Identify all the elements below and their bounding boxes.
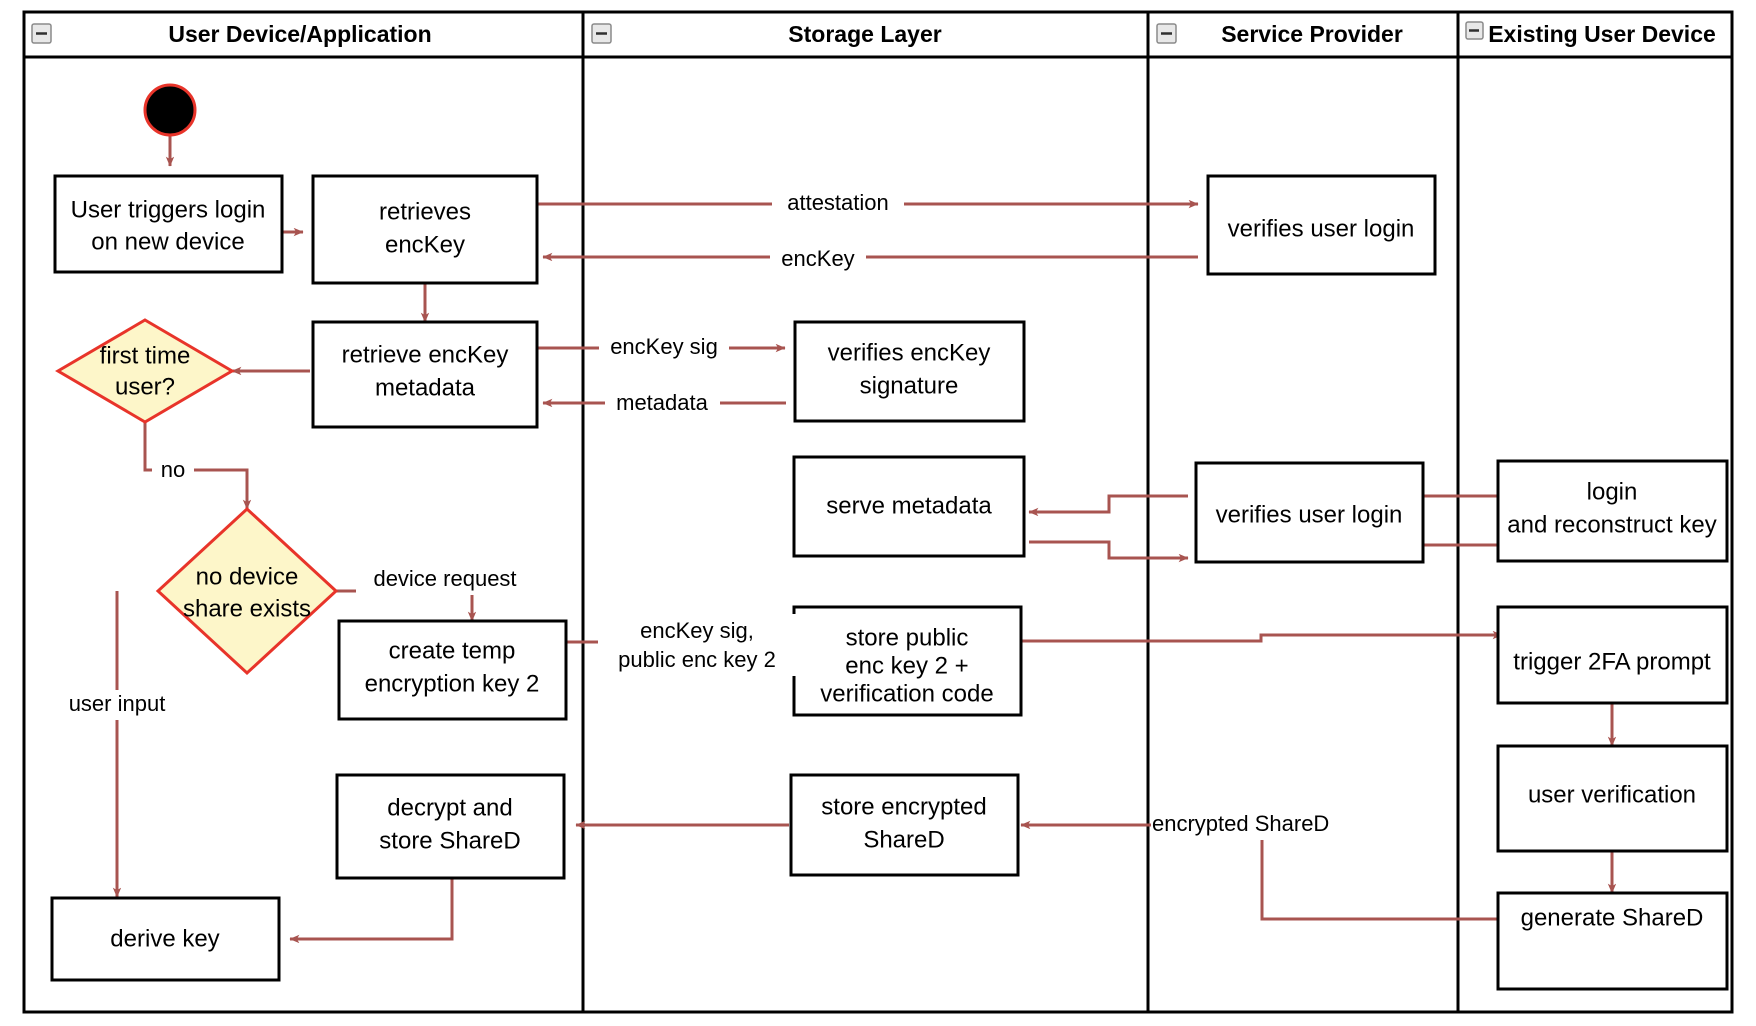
node-label-line: retrieve encKey	[342, 341, 509, 368]
node-retrieve-enckey-metadata[interactable]: retrieve encKey metadata	[311, 320, 539, 429]
minus-box-icon[interactable]	[1465, 21, 1484, 40]
node-label-line: signature	[860, 372, 959, 399]
svg-text:encKey: encKey	[781, 246, 854, 271]
svg-text:user input: user input	[69, 691, 166, 716]
edge-label-enckeysig-publickey2: encKey sig, public enc key 2	[598, 614, 798, 676]
node-label-line: serve metadata	[826, 492, 992, 519]
node-create-temp-encryption-key-2[interactable]: create temp encryption key 2	[337, 619, 568, 721]
svg-text:encrypted ShareD: encrypted ShareD	[1152, 811, 1329, 836]
node-label-line: User triggers login	[71, 196, 266, 223]
node-store-public-enc-key-2[interactable]: store public enc key 2 + verification co…	[792, 605, 1023, 717]
node-label-line: no device	[196, 563, 299, 590]
node-generate-shared[interactable]: generate ShareD	[1496, 891, 1729, 991]
lane-title-service-provider: Service Provider	[1221, 21, 1403, 47]
node-label-line: decrypt and	[387, 794, 512, 821]
node-verifies-enckey-signature[interactable]: verifies encKey signature	[793, 320, 1026, 423]
edge-label-no: no	[152, 457, 194, 485]
svg-text:attestation: attestation	[787, 190, 889, 215]
node-retrieves-enckey[interactable]: retrieves encKey	[311, 174, 539, 285]
edge-servemetadata-out	[1029, 540, 1189, 563]
svg-text:device request: device request	[373, 566, 516, 591]
node-label-line: enc key 2 +	[845, 652, 968, 679]
node-decrypt-and-store-shared[interactable]: decrypt and store ShareD	[335, 773, 566, 880]
node-first-time-user-decision[interactable]: first time user?	[55, 318, 235, 424]
node-derive-key[interactable]: derive key	[50, 896, 281, 982]
node-label-line: generate ShareD	[1521, 904, 1704, 931]
node-label-line: share exists	[183, 595, 311, 622]
node-label-line: user?	[115, 373, 175, 400]
node-no-device-share-exists-decision[interactable]: no device share exists	[155, 506, 339, 676]
edge-label-metadata: metadata	[605, 388, 720, 418]
edge-label-encrypted-shared: encrypted ShareD	[1151, 810, 1346, 840]
lane-title-existing-device: Existing User Device	[1488, 21, 1716, 47]
edge-label-enckey-sig: encKey sig	[599, 333, 729, 363]
lane-header-storage[interactable]: Storage Layer	[591, 21, 942, 47]
node-label-line: retrieves	[379, 198, 471, 225]
edge-encrypted-shared	[1020, 820, 1500, 921]
node-label-line: ShareD	[863, 826, 944, 853]
node-label-line: on new device	[91, 228, 244, 255]
node-trigger-2fa-prompt[interactable]: trigger 2FA prompt	[1496, 605, 1729, 705]
edge-label-enckey: encKey	[770, 244, 866, 274]
edge-servemetadata-in	[1028, 494, 1188, 517]
node-label-line: verification code	[820, 680, 993, 707]
node-verifies-user-login-1[interactable]: verifies user login	[1206, 174, 1437, 276]
node-label-line: encKey	[385, 231, 465, 258]
lane-title-user-device: User Device/Application	[168, 21, 431, 47]
edge-storepublic-to-2fa	[1021, 630, 1503, 643]
node-verifies-user-login-2[interactable]: verifies user login	[1194, 461, 1425, 564]
edge-label-user-input: user input	[53, 690, 181, 720]
node-label-line: verifies encKey	[828, 339, 991, 366]
edge-label-device-request: device request	[356, 565, 534, 595]
minus-box-icon[interactable]	[1156, 23, 1177, 44]
edge-label-attestation: attestation	[772, 188, 904, 218]
node-label-line: store encrypted	[821, 793, 986, 820]
node-store-encrypted-shared[interactable]: store encrypted ShareD	[789, 773, 1020, 877]
edge-labels: attestation encKey encKey sig metadata n…	[53, 188, 1346, 840]
svg-text:no: no	[161, 457, 185, 482]
node-label-line: store public	[846, 624, 969, 651]
node-login-and-reconstruct-key[interactable]: login and reconstruct key	[1496, 459, 1729, 563]
swimlane-frame	[22, 10, 1734, 1014]
lane-header-service-provider[interactable]: Service Provider	[1156, 21, 1403, 47]
node-user-triggers-login[interactable]: User triggers login on new device	[53, 174, 284, 274]
node-label-line: derive key	[110, 925, 219, 952]
node-label-line: login	[1587, 478, 1638, 505]
node-start[interactable]	[143, 83, 197, 137]
node-label-line: first time	[100, 342, 191, 369]
node-user-verification[interactable]: user verification	[1496, 744, 1729, 853]
svg-text:public enc key 2: public enc key 2	[618, 647, 776, 672]
lane-header-user-device[interactable]: User Device/Application	[31, 21, 432, 47]
edge-device-request	[336, 589, 477, 622]
lane-title-storage: Storage Layer	[788, 21, 941, 47]
node-label-line: user verification	[1528, 781, 1696, 808]
node-label-line: verifies user login	[1228, 215, 1415, 242]
node-label-line: store ShareD	[379, 827, 520, 854]
minus-box-icon[interactable]	[31, 23, 52, 44]
node-serve-metadata[interactable]: serve metadata	[792, 455, 1026, 558]
node-label-line: encryption key 2	[365, 670, 540, 697]
svg-text:encKey sig,: encKey sig,	[640, 618, 754, 643]
node-label-line: and reconstruct key	[1507, 511, 1716, 538]
svg-text:metadata: metadata	[616, 390, 708, 415]
edge-no-branch	[143, 422, 252, 510]
node-label-line: trigger 2FA prompt	[1513, 648, 1711, 675]
node-label-line: metadata	[375, 374, 476, 401]
edge-decrypt-to-derive	[289, 878, 454, 944]
lane-header-existing-device[interactable]: Existing User Device	[1465, 21, 1716, 47]
svg-text:encKey sig: encKey sig	[610, 334, 718, 359]
node-label-line: verifies user login	[1216, 501, 1403, 528]
minus-box-icon[interactable]	[591, 23, 612, 44]
node-label-line: create temp	[389, 637, 516, 664]
